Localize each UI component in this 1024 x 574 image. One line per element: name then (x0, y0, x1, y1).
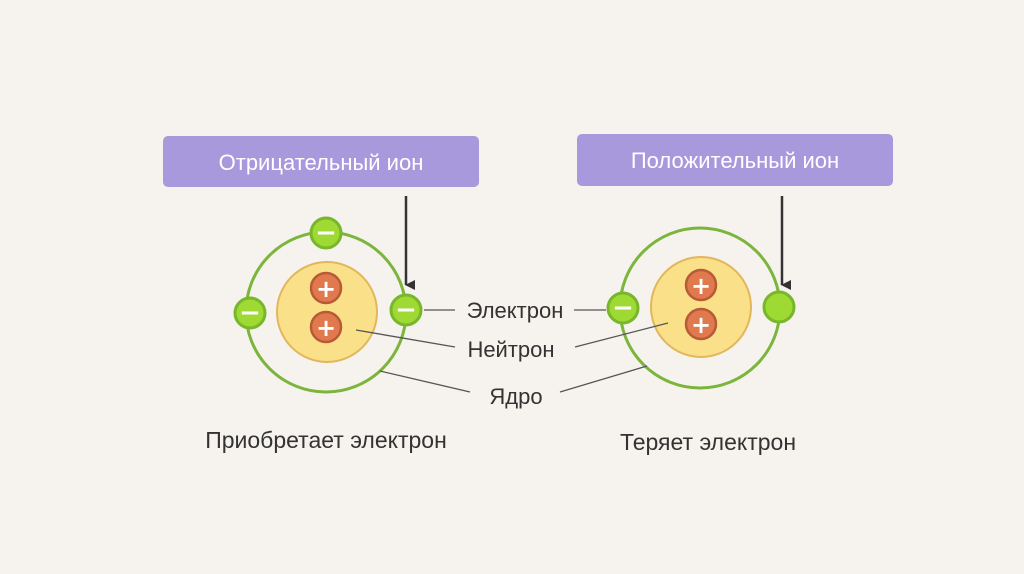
minus-circle-icon (389, 293, 423, 327)
electron-sign: − (315, 218, 337, 248)
minus-circle-icon (233, 296, 267, 330)
positive-ion-header (577, 134, 893, 186)
proton-sign: + (691, 272, 711, 300)
label-neutron: Нейтрон (467, 337, 554, 362)
label-electron: Электрон (467, 298, 564, 323)
minus-circle-icon (309, 216, 343, 250)
plus-circle-icon (684, 268, 718, 302)
plus-circle-icon (684, 307, 718, 341)
positive-ion-group: Положительный ион + + − Теряет электрон (577, 134, 893, 455)
negative-ion-electron-right: − (389, 293, 423, 327)
positive-ion-proton-top: + (684, 268, 718, 302)
empty-electron-circle-icon (762, 290, 796, 324)
electron-sign: − (395, 295, 417, 325)
negative-ion-proton-bottom: + (309, 310, 343, 344)
plus-circle-icon (309, 271, 343, 305)
negative-ion-group: Отрицательный ион + + − − − Приобретает … (163, 136, 479, 453)
positive-ion-title: Положительный ион (631, 148, 839, 173)
positive-ion-nucleus (650, 256, 752, 358)
negative-ion-caption: Приобретает электрон (205, 427, 447, 453)
minus-circle-icon (606, 291, 640, 325)
negative-ion-title: Отрицательный ион (219, 150, 424, 175)
label-nucleus: Ядро (489, 384, 542, 409)
negative-ion-header (163, 136, 479, 187)
nucleus-leader-right (559, 365, 648, 393)
neutron-leader-left (355, 329, 456, 348)
positive-ion-electron-left: − (606, 291, 640, 325)
neutron-leader-right (574, 322, 669, 348)
negative-ion-proton-top: + (309, 271, 343, 305)
center-labels: Электрон Нейтрон Ядро (355, 298, 669, 409)
proton-sign: + (316, 314, 336, 342)
negative-ion-electron-left: − (233, 296, 267, 330)
proton-sign: + (691, 311, 711, 339)
positive-ion-proton-bottom: + (684, 307, 718, 341)
electron-sign: − (239, 298, 261, 328)
plus-circle-icon (309, 310, 343, 344)
electron-sign: − (612, 293, 634, 323)
negative-ion-electron-top: − (309, 216, 343, 250)
nucleus-leader-left (379, 370, 471, 393)
positive-ion-caption: Теряет электрон (620, 429, 796, 455)
proton-sign: + (316, 275, 336, 303)
